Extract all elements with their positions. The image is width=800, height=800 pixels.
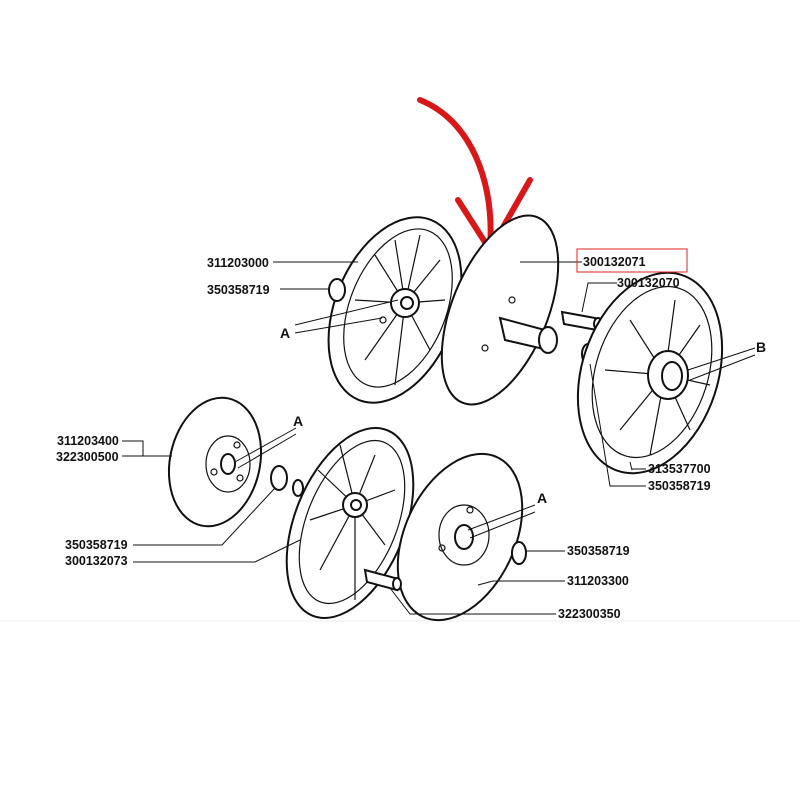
disc-311203300 [396,452,524,622]
seal-ring-350358719-left [270,465,288,491]
label-b: B [756,339,766,355]
spoked-wheel-313537700 [576,271,724,475]
disc-311203400 [167,396,263,528]
label-350358719-top: 350358719 [207,283,270,297]
label-a-bottom: A [537,490,547,506]
leader-lines [122,261,756,615]
label-311203400: 311203400 [57,434,119,448]
label-322300500: 322300500 [56,450,119,464]
label-311203000: 311203000 [207,256,269,270]
seal-ring-350358719-bottom [511,541,527,565]
seal-ring-350358719-top [328,278,346,302]
label-300132071: 300132071 [583,255,646,269]
label-a-left: A [293,413,303,429]
highlight-box [576,248,688,273]
label-322300350: 322300350 [558,607,621,621]
label-311203300: 311203300 [567,574,629,588]
label-350358719-bottom: 350358719 [567,544,630,558]
label-a-top: A [280,325,290,341]
label-313537700: 313537700 [648,462,711,476]
label-350358719-right: 350358719 [648,479,711,493]
disc-300132071 [440,214,560,406]
pin-322300350 [363,568,402,592]
label-300132073: 300132073 [65,554,128,568]
label-350358719-left: 350358719 [65,538,128,552]
label-300132070: 300132070 [617,276,680,290]
